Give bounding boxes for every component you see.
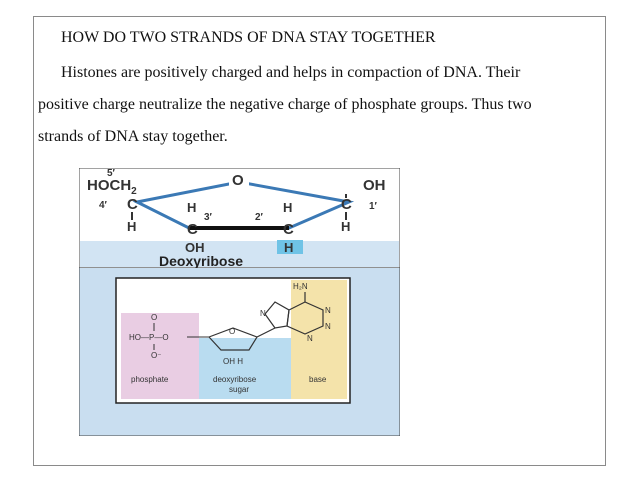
bottom-h: H bbox=[284, 240, 293, 255]
base-region bbox=[291, 280, 347, 399]
label-sugar: sugar bbox=[229, 385, 249, 394]
base-n-4: N bbox=[307, 334, 313, 343]
label-3prime: 3′ bbox=[204, 212, 213, 223]
phosphate-region bbox=[121, 313, 199, 399]
deoxyribose-panel: HOCH2 5′ O OH 4′ C H C 1′ H H 3′ C 2′ H … bbox=[79, 168, 400, 269]
label-phosphate: phosphate bbox=[131, 375, 169, 384]
h-c4: H bbox=[127, 219, 136, 234]
hoch2-label: HOCH2 bbox=[87, 177, 137, 197]
h-c1: H bbox=[341, 219, 350, 234]
h-c3-top: H bbox=[187, 200, 196, 215]
label-base: base bbox=[309, 375, 327, 384]
base-n-1: N bbox=[260, 309, 266, 318]
label-4prime: 4′ bbox=[99, 200, 108, 211]
slide-frame bbox=[33, 16, 606, 466]
sugar-region bbox=[199, 338, 291, 399]
c4-atom: C bbox=[127, 196, 138, 213]
deoxyribose-caption: Deoxyribose bbox=[159, 253, 243, 269]
paragraph-line-2: positive charge neutralize the negative … bbox=[38, 96, 532, 113]
ring-oxygen: O bbox=[232, 172, 244, 189]
sugar-ring-o: O bbox=[229, 327, 235, 336]
c2-atom: C bbox=[283, 221, 294, 238]
ho-p-o: HO—P—O bbox=[129, 333, 169, 342]
label-deoxyribose: deoxyribose bbox=[213, 375, 257, 384]
nucleotide-panel: HO—P—O O O⁻ O OH H H₂N N N N N phosphate… bbox=[79, 268, 400, 436]
base-n-2: N bbox=[325, 306, 331, 315]
phosphate-o-minus: O⁻ bbox=[151, 351, 161, 360]
sugar-ring bbox=[132, 180, 355, 230]
paragraph-line-1: Histones are positively charged and help… bbox=[61, 64, 521, 81]
c3-atom: C bbox=[187, 221, 198, 238]
label-1prime: 1′ bbox=[369, 201, 378, 212]
dna-figure: HOCH2 5′ O OH 4′ C H C 1′ H H 3′ C 2′ H … bbox=[79, 168, 400, 436]
base-n-3: N bbox=[325, 322, 331, 331]
paragraph-line-3: strands of DNA stay together. bbox=[38, 128, 228, 145]
bottom-oh: OH bbox=[185, 240, 205, 255]
oh-right: OH bbox=[363, 177, 386, 194]
c1-atom: C bbox=[341, 196, 352, 213]
slide-title: HOW DO TWO STRANDS OF DNA STAY TOGETHER bbox=[61, 29, 436, 46]
dna-figure-svg: HOCH2 5′ O OH 4′ C H C 1′ H H 3′ C 2′ H … bbox=[79, 168, 400, 436]
label-2prime: 2′ bbox=[255, 212, 264, 223]
sugar-oh-h: OH H bbox=[223, 357, 243, 366]
h-highlight-box bbox=[277, 240, 303, 254]
h-c2-top: H bbox=[283, 200, 292, 215]
base-h2n: H₂N bbox=[293, 282, 308, 291]
phosphate-o-top: O bbox=[151, 313, 157, 322]
label-5prime: 5′ bbox=[107, 168, 116, 179]
